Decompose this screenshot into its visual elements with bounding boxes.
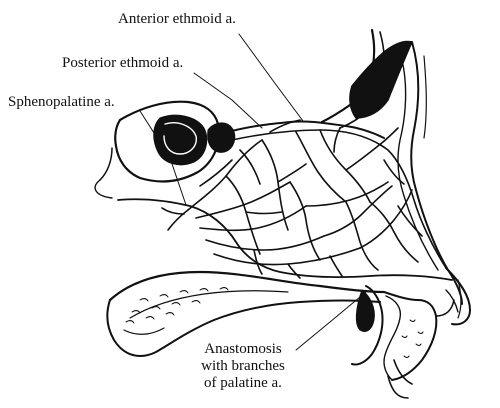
label-anastomosis: Anastomosis with branches of palatine a.: [178, 341, 308, 392]
label-anastomosis-line-1: Anastomosis: [204, 341, 282, 357]
label-posterior-ethmoid: Posterior ethmoid a.: [62, 55, 184, 71]
sphenoid-sinus: [94, 100, 236, 199]
nasal-bone: [320, 28, 463, 305]
label-anterior-ethmoid: Anterior ethmoid a.: [118, 11, 236, 27]
leader-lines: [139, 33, 367, 351]
hard-palate: [106, 270, 386, 357]
premaxilla: [351, 285, 459, 399]
vascular-network: [161, 119, 423, 279]
label-anastomosis-line-3: of palatine a.: [204, 375, 282, 391]
label-anastomosis-line-2: with branches: [201, 358, 285, 374]
label-sphenopalatine: Sphenopalatine a.: [8, 94, 115, 110]
nose-tip: [445, 267, 471, 326]
